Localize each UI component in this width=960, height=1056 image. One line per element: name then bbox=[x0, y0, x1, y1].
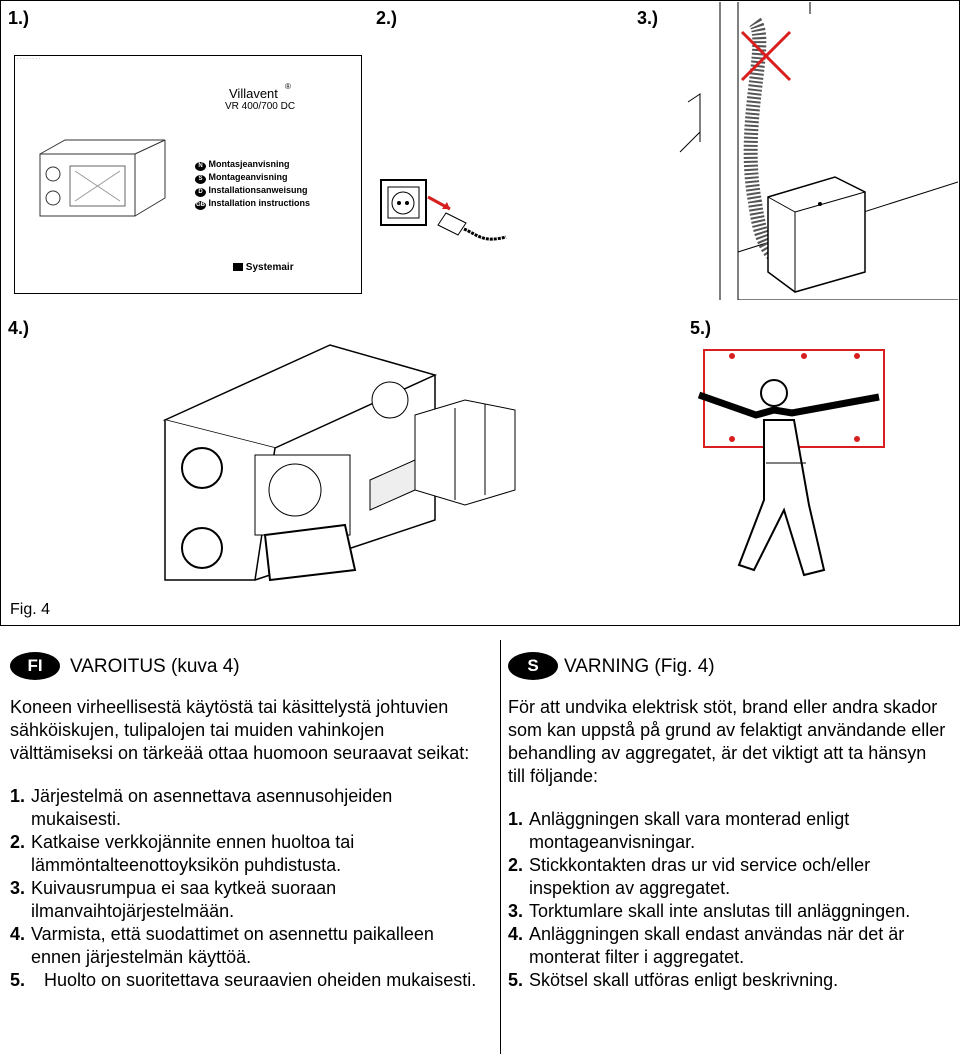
panel-label-5: 5.) bbox=[690, 318, 712, 338]
fi-language-badge: FI bbox=[10, 652, 60, 680]
list-item: 1.Järjestelmä on asennettava asennusohje… bbox=[10, 786, 393, 829]
list-item: 3.Torktumlare skall inte anslutas till a… bbox=[508, 901, 911, 921]
lang-badge: S bbox=[195, 175, 206, 184]
lang-badge: GB bbox=[195, 201, 206, 210]
socket-plug-illustration bbox=[380, 179, 507, 241]
list-item: 3.Kuivausrumpua ei saa kytkeä suoraan il… bbox=[10, 878, 337, 921]
ventilation-unit-illustration bbox=[162, 344, 516, 582]
lang-label: Installationsanweisung bbox=[208, 185, 308, 195]
list-item: 4.Varmista, että suodattimet on asennett… bbox=[10, 924, 434, 967]
lang-label: Montageanvisning bbox=[208, 172, 288, 182]
fi-intro: Koneen virheellisestä käytöstä tai käsit… bbox=[10, 697, 470, 763]
manual-product: Villavent bbox=[229, 86, 278, 101]
figure-caption: Fig. 4 bbox=[10, 601, 51, 618]
list-item: 4.Anläggningen skall endast användas när… bbox=[508, 924, 905, 967]
lang-badge: N bbox=[195, 162, 206, 171]
sv-list: 1.Anläggningen skall vara monterad enlig… bbox=[508, 808, 948, 992]
list-item: 1.Anläggningen skall vara monterad enlig… bbox=[508, 809, 850, 852]
manual-brand: Systemair bbox=[233, 262, 294, 273]
panel-label-3: 3.) bbox=[637, 8, 659, 28]
list-item: 5.Skötsel skall utföras enligt beskrivni… bbox=[508, 970, 839, 990]
worker-filter-illustration bbox=[697, 349, 885, 577]
fi-list: 1.Järjestelmä on asennettava asennusohje… bbox=[10, 785, 480, 992]
list-item: 2.Katkaise verkkojännite ennen huoltoa t… bbox=[10, 832, 355, 875]
lang-label: Montasjeanvisning bbox=[208, 159, 290, 169]
fi-section: FI VAROITUS (kuva 4) Koneen virheellisest… bbox=[10, 652, 480, 992]
sv-heading: VARNING (Fig. 4) bbox=[564, 655, 715, 677]
panel-label-4: 4.) bbox=[8, 318, 30, 338]
sv-section: S VARNING (Fig. 4) För att undvika elektr… bbox=[508, 652, 948, 992]
lang-label: Installation instructions bbox=[208, 198, 311, 208]
sv-language-badge: S bbox=[508, 652, 558, 680]
lang-badge: D bbox=[195, 188, 206, 197]
column-divider bbox=[500, 640, 501, 1054]
list-item: 2.Stickkontakten dras ur vid service och… bbox=[508, 855, 871, 898]
manual-cover-illustration: · · · · · · · · Villavent ® VR 400/700 D… bbox=[14, 55, 362, 294]
dryer-hose-illustration bbox=[679, 2, 958, 300]
unit-sketch-icon bbox=[39, 139, 166, 217]
panel-label-1: 1.) bbox=[8, 8, 30, 28]
manual-model: VR 400/700 DC bbox=[225, 101, 296, 112]
fi-heading: VAROITUS (kuva 4) bbox=[70, 655, 240, 677]
systemair-logo-icon bbox=[233, 263, 243, 272]
panel-label-2: 2.) bbox=[376, 8, 398, 28]
manual-language-list: N Montasjeanvisning S Montageanvisning D… bbox=[195, 158, 310, 210]
list-item: 5.Huolto on suoritettava seuraavien ohei… bbox=[10, 970, 477, 990]
sv-intro: För att undvika elektrisk stöt, brand el… bbox=[508, 697, 946, 786]
